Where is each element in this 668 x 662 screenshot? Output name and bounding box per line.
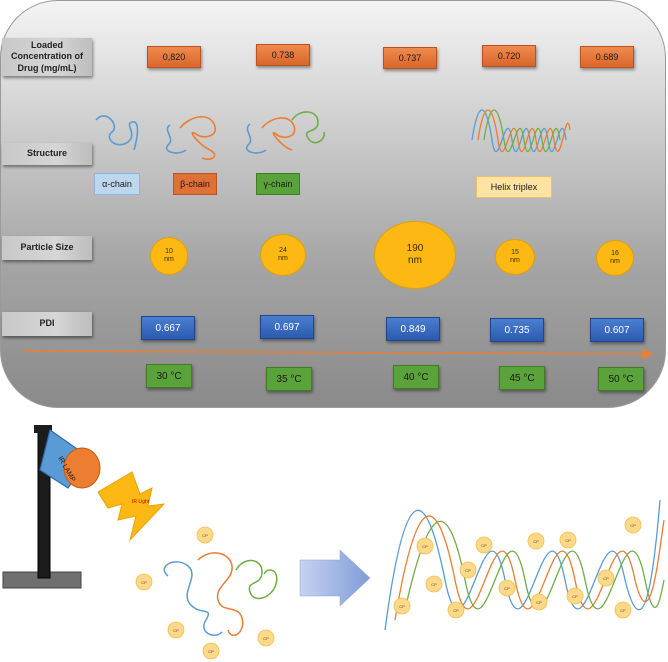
drug-particles: CP CP CP CP CP CP CP CP CP CP CP CP CP C… xyxy=(135,516,642,660)
temperature-value: 30 °C xyxy=(146,364,192,388)
concentration-value: 0.689 xyxy=(580,46,634,68)
drug-particle-label: CP xyxy=(202,533,208,538)
alpha-chain-icon xyxy=(95,115,139,151)
particle-size-circle: 190 nm xyxy=(374,221,456,289)
concentration-value: 0.738 xyxy=(256,44,310,66)
ir-lamp-head xyxy=(39,429,101,489)
drug-particle: CP xyxy=(257,629,275,647)
drug-particle: CP xyxy=(559,531,577,549)
particle-size-value: 16 xyxy=(611,249,619,257)
particle-size-circle: 24 nm xyxy=(260,234,306,276)
drug-particle: CP xyxy=(167,621,185,639)
drug-particle-label: CP xyxy=(565,538,571,543)
concentration-value: 0,820 xyxy=(147,46,201,68)
concentration-value: 0.737 xyxy=(383,47,437,69)
bolt-label: IR Light xyxy=(132,499,150,505)
particle-size-circle: 10 nm xyxy=(150,237,188,275)
particle-size-unit: nm xyxy=(408,255,422,266)
temperature-value: 45 °C xyxy=(499,366,545,390)
drug-particle-label: CP xyxy=(572,594,578,599)
drug-particle-label: CP xyxy=(263,636,269,641)
results-panel xyxy=(0,0,666,408)
drug-particle: CP xyxy=(527,532,545,550)
ir-light-bolt xyxy=(97,471,166,542)
pdi-value: 0.735 xyxy=(490,318,544,342)
drug-particle: CP xyxy=(597,569,615,587)
beta-chain-icon xyxy=(165,116,217,160)
particle-size-circle: 16 nm xyxy=(596,240,634,276)
helix-triplex-icon xyxy=(471,109,571,153)
drug-particle: CP xyxy=(447,601,465,619)
drug-particle: CP xyxy=(566,587,584,605)
drug-particle-label: CP xyxy=(141,580,147,585)
temperature-axis-arrow xyxy=(21,348,654,360)
alpha-chain-label: α-chain xyxy=(94,173,140,195)
beta-chain-label: β-chain xyxy=(173,173,217,195)
drug-particle: CP xyxy=(475,536,493,554)
row-label-particle-size: Particle Size xyxy=(2,236,92,260)
particle-size-value: 15 xyxy=(511,248,519,256)
row-label-structure: Structure xyxy=(2,143,92,165)
tangled-chains-icon xyxy=(163,552,278,636)
pdi-value: 0.849 xyxy=(386,317,440,341)
particle-size-value: 190 xyxy=(406,243,424,254)
drug-particle-label: CP xyxy=(208,649,214,654)
drug-particle-label: CP xyxy=(603,576,609,581)
drug-particle-label: CP xyxy=(422,544,428,549)
pdi-value: 0.697 xyxy=(260,315,314,339)
drug-particle-label: CP xyxy=(630,523,636,528)
drug-particle-label: CP xyxy=(481,543,487,548)
particle-size-unit: nm xyxy=(510,257,520,264)
drug-particle: CP xyxy=(416,537,434,555)
drug-particle-label: CP xyxy=(453,608,459,613)
drug-particle: CP xyxy=(135,573,153,591)
drug-particle-label: CP xyxy=(504,586,510,591)
drug-particle-label: CP xyxy=(620,608,626,613)
row-label-pdi: PDI xyxy=(2,312,92,336)
drug-particle: CP xyxy=(614,601,632,619)
gamma-chain-icon xyxy=(245,111,325,154)
drug-particle: CP xyxy=(196,526,214,544)
drug-particle: CP xyxy=(202,642,220,660)
row-label-concentration: Loaded Concentration of Drug (mg/mL) xyxy=(2,38,92,76)
particle-size-value: 10 xyxy=(165,247,173,255)
helix-triplex-label: Helix triplex xyxy=(476,176,552,198)
drug-particle: CP xyxy=(530,593,548,611)
drug-particle-label: CP xyxy=(465,568,471,573)
drug-particle-label: CP xyxy=(533,539,539,544)
drug-particle: CP xyxy=(425,575,443,593)
particle-size-value: 24 xyxy=(279,246,287,254)
concentration-value: 0.720 xyxy=(482,45,536,67)
particle-size-unit: nm xyxy=(278,255,288,262)
drug-particle: CP xyxy=(393,597,411,615)
drug-particle-label: CP xyxy=(431,582,437,587)
temperature-value: 35 °C xyxy=(266,367,312,391)
drug-particle-label: CP xyxy=(173,628,179,633)
particle-size-unit: nm xyxy=(610,258,620,265)
pdi-value: 0.607 xyxy=(590,318,644,342)
temperature-value: 50 °C xyxy=(598,367,644,391)
drug-particle-label: CP xyxy=(536,600,542,605)
particle-size-circle: 15 nm xyxy=(495,239,535,275)
drug-particle-label: CP xyxy=(399,604,405,609)
drug-particle: CP xyxy=(459,561,477,579)
gamma-chain-label: γ-chain xyxy=(256,173,300,195)
drug-particle: CP xyxy=(498,579,516,597)
drug-particle: CP xyxy=(624,516,642,534)
temperature-value: 40 °C xyxy=(393,365,439,389)
particle-size-unit: nm xyxy=(164,256,174,263)
pdi-value: 0.667 xyxy=(141,316,195,340)
transition-arrow xyxy=(299,549,371,607)
